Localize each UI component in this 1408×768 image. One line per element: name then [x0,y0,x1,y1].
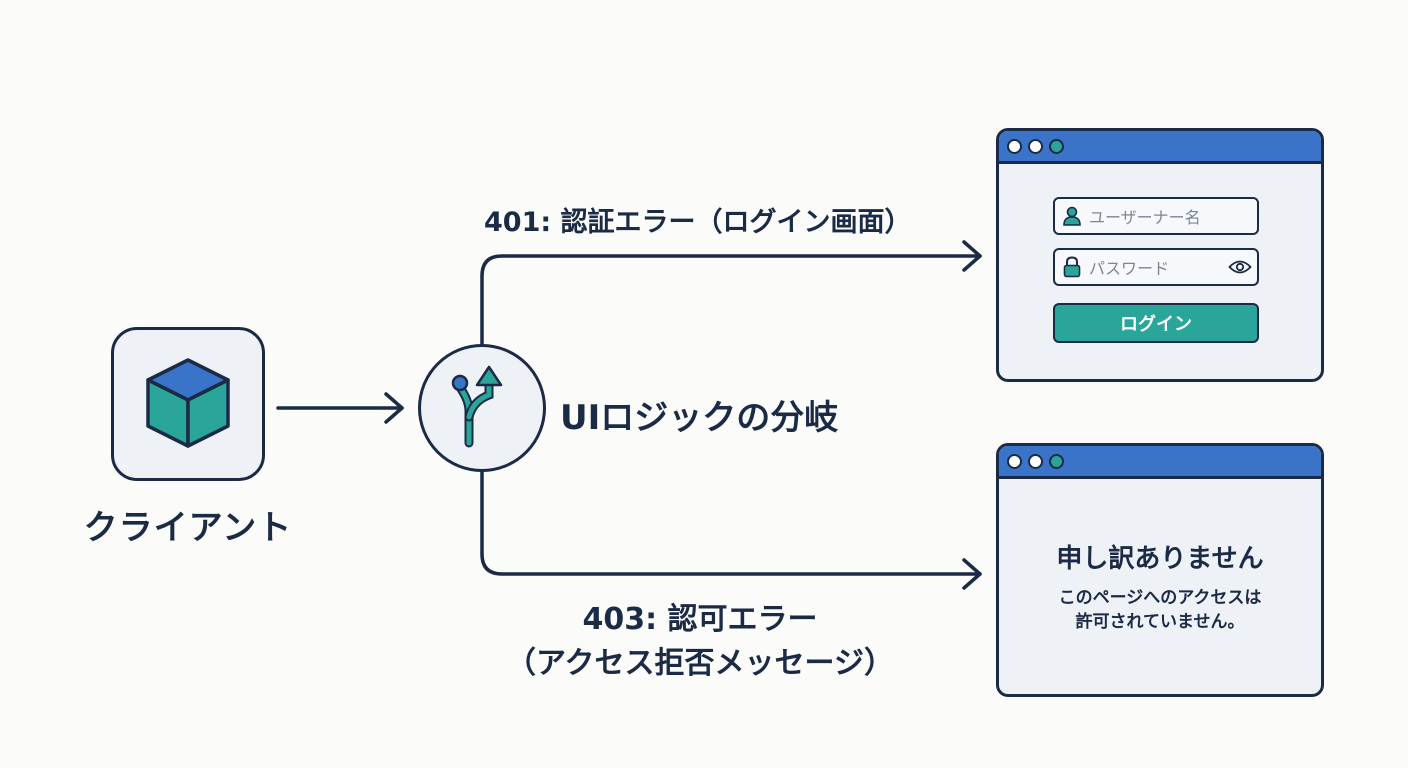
client-to-branch-arrowhead [384,392,404,424]
window-dot-icon [1007,138,1022,154]
denied-message: このページへのアクセスは 許可されていません。 [999,586,1321,634]
forbidden-edge-label: 403: 認可エラー （アクセス拒否メッセージ） [440,598,960,686]
window-dot-icon [1007,453,1022,469]
username-field[interactable]: ユーザーナー名 [1053,197,1259,235]
login-button[interactable]: ログイン [1053,303,1259,343]
password-placeholder: パスワード [1089,259,1170,278]
client-node [111,327,265,481]
forbidden-label-line1: 403: 認可エラー [582,602,818,637]
branch-node [418,344,546,472]
eye-icon[interactable] [1223,259,1257,275]
unauthorized-edge-label: 401: 認証エラー（ログイン画面） [484,207,912,238]
branch-arrow-icon [447,361,517,455]
denied-title: 申し訳ありません [1056,544,1264,574]
branch-label: UIロジックの分岐 [560,398,839,438]
password-field[interactable]: パスワード [1053,248,1259,286]
user-icon [1055,206,1089,226]
branch-to-denied-arrow [480,470,982,576]
forbidden-label-line2: （アクセス拒否メッセージ） [506,646,894,681]
branch-to-denied-arrowhead [962,558,982,590]
window-titlebar [999,446,1321,479]
lock-icon [1055,256,1089,278]
branch-to-login-arrowhead [962,240,982,272]
window-titlebar [999,131,1321,164]
denied-message-line2: 許可されていません。 [1075,612,1245,632]
window-dot-icon [1049,138,1064,154]
client-label: クライアント [83,508,293,548]
denied-message-line1: このページへのアクセスは [1058,588,1262,608]
cube-icon [138,352,238,456]
access-denied-window: 申し訳ありません このページへのアクセスは 許可されていません。 [996,443,1324,697]
login-window: ユーザーナー名 パスワード ログイン [996,128,1324,382]
username-placeholder: ユーザーナー名 [1089,208,1201,227]
branch-to-login-arrow [480,254,982,346]
window-dot-icon [1028,138,1043,154]
window-dot-icon [1049,453,1064,469]
window-dot-icon [1028,453,1043,469]
